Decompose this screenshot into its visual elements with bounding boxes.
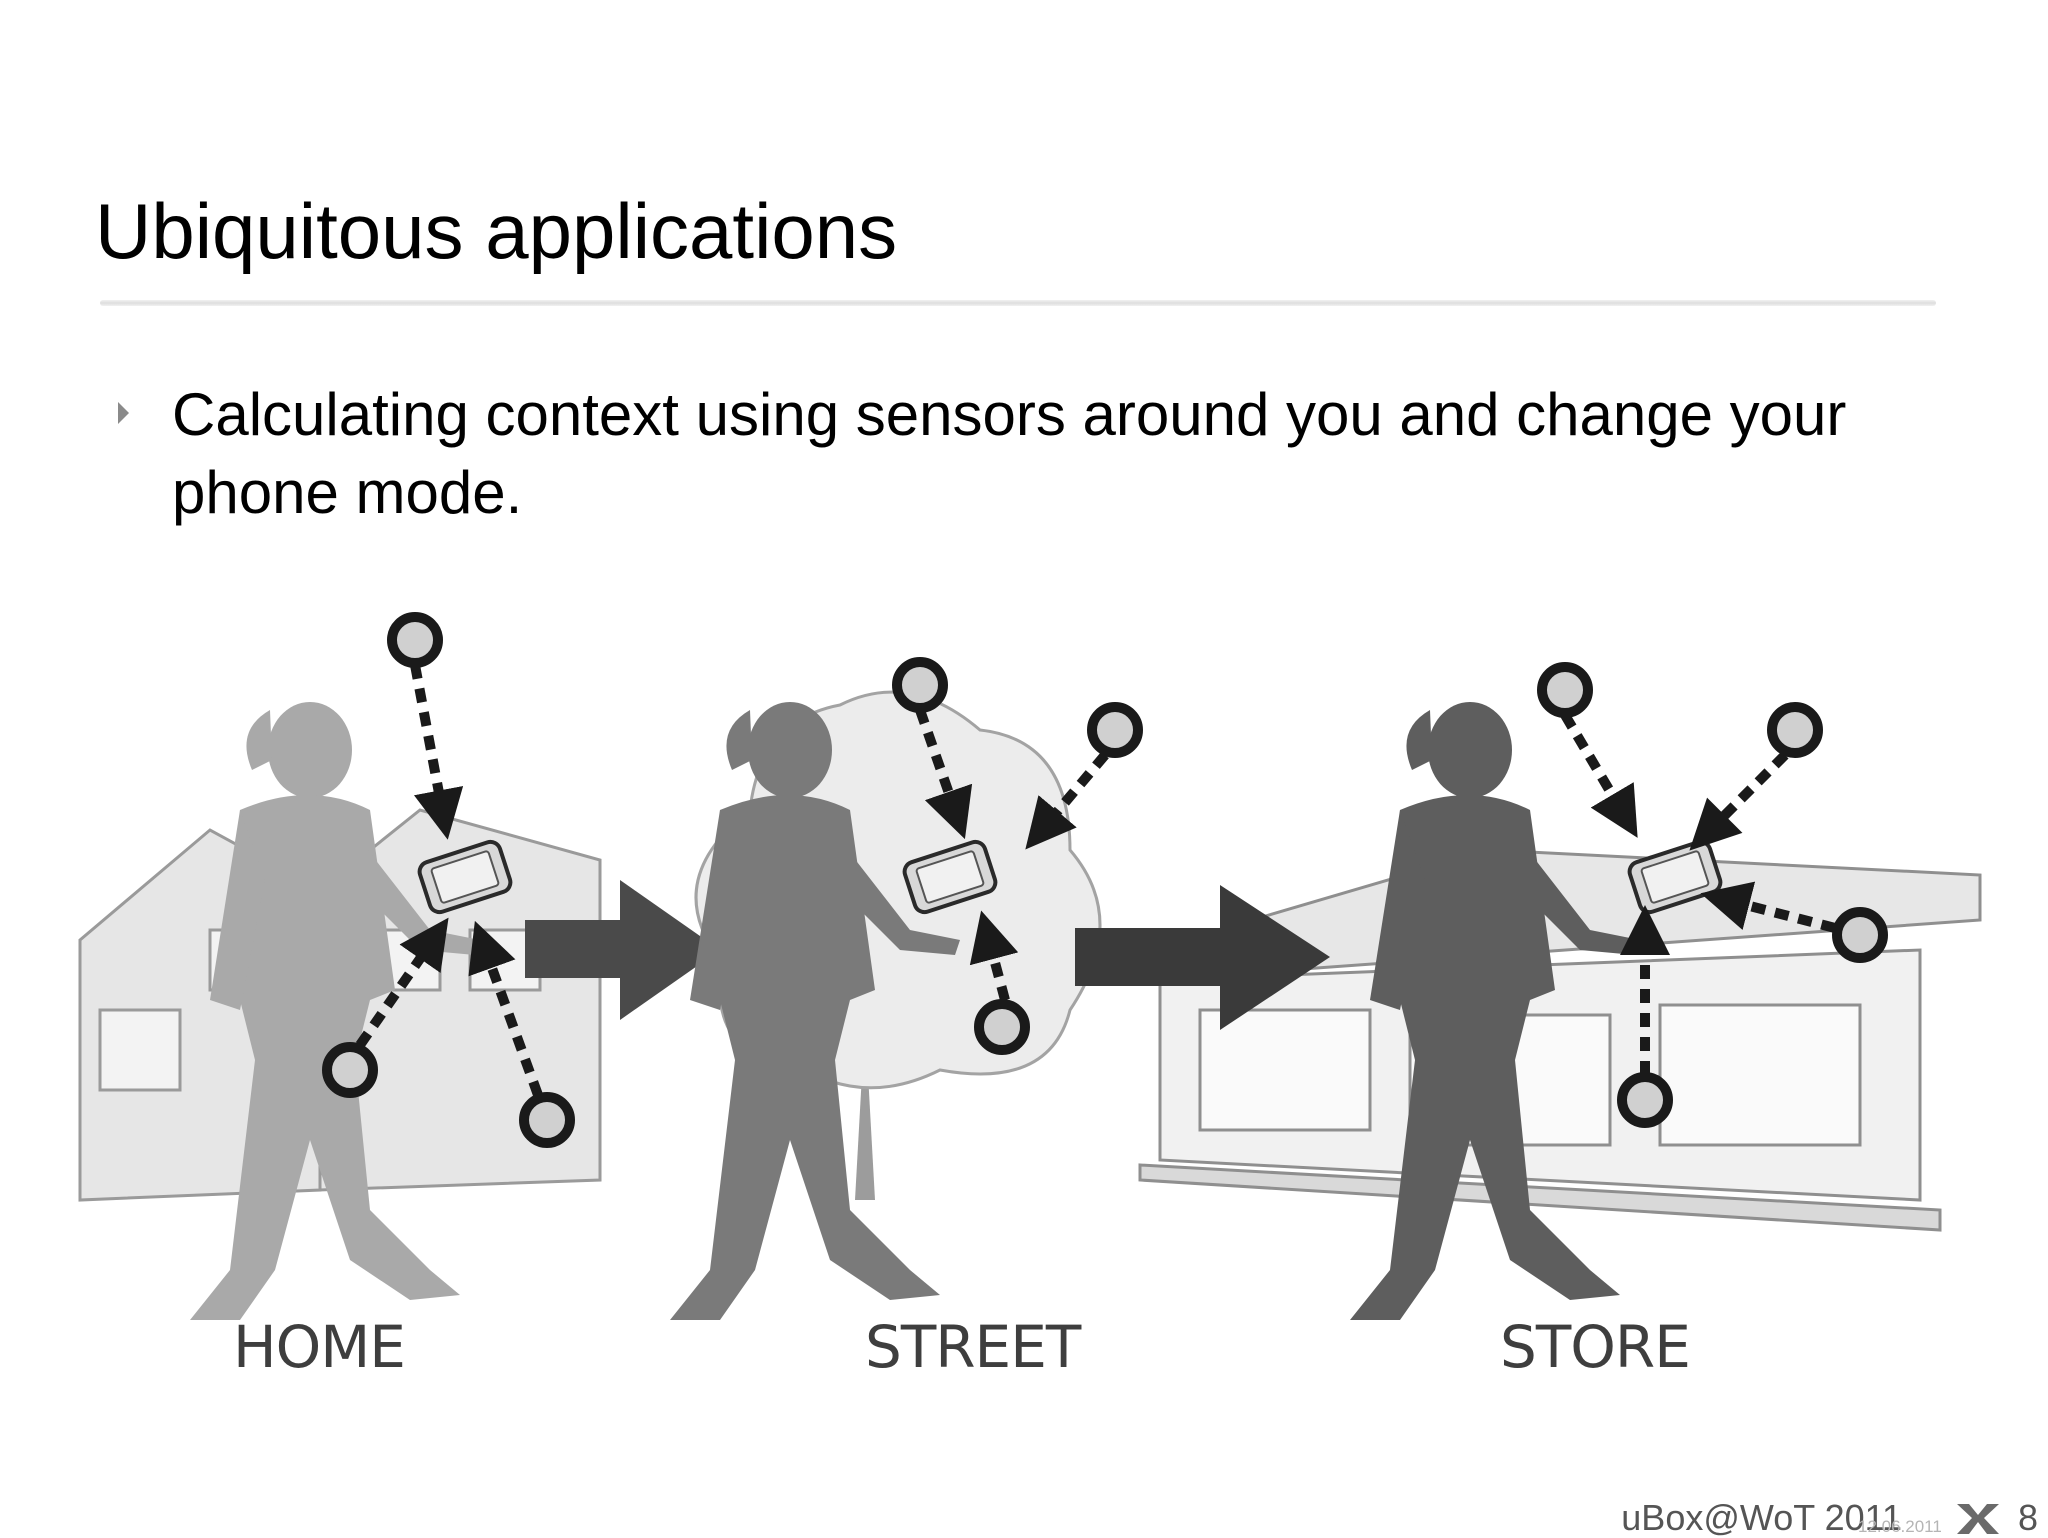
- scene-label-home: HOME: [233, 1313, 406, 1381]
- sensor-home-top-icon: [392, 617, 438, 663]
- sensor-street-right-icon: [1092, 707, 1138, 753]
- footer-text: uBox@WoT 2011: [1621, 1497, 1902, 1538]
- slide-title: Ubiquitous applications: [95, 187, 898, 275]
- x-logo-icon: [1957, 1504, 1999, 1534]
- sensor-store-right-icon: [1837, 912, 1883, 958]
- page-number: 8: [2018, 1497, 2039, 1538]
- sensor-street-bottom-icon: [979, 1004, 1025, 1050]
- sensor-store-top-icon: [1542, 667, 1588, 713]
- bullet-arrow-icon: [118, 402, 129, 424]
- title-divider: [100, 300, 1936, 306]
- scene-label-street: STREET: [865, 1313, 1081, 1381]
- sensor-street-top-icon: [897, 662, 943, 708]
- sensor-home-right-icon: [524, 1097, 570, 1143]
- sensor-store-bottom-icon: [1622, 1077, 1668, 1123]
- sensor-home-left-icon: [327, 1047, 373, 1093]
- scene-label-store: STORE: [1500, 1313, 1691, 1381]
- context-illustration: [78, 590, 1982, 1320]
- bullet-text: Calculating context using sensors around…: [172, 381, 1847, 526]
- sensor-arrows: [355, 664, 1837, 1097]
- arrow-home-to-street-icon: [525, 880, 720, 1020]
- store-building: [1138, 848, 1982, 1232]
- footer-date: 12.06.2011: [1858, 1517, 1942, 1536]
- sensor-store-topright-icon: [1772, 707, 1818, 753]
- arrow-street-to-store-icon: [1075, 885, 1330, 1030]
